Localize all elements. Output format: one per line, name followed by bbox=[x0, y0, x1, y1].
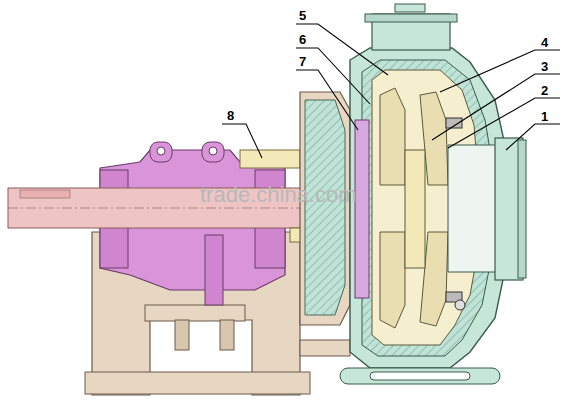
callout-number: 7 bbox=[299, 55, 306, 68]
callout-number: 6 bbox=[299, 33, 306, 46]
callout-number: 8 bbox=[227, 109, 234, 122]
callout-number: 4 bbox=[541, 36, 548, 49]
watermark: trade.china.com bbox=[200, 184, 357, 206]
callout-number: 2 bbox=[541, 84, 548, 97]
callout-number: 5 bbox=[299, 9, 306, 22]
callout-number: 1 bbox=[541, 110, 548, 123]
callout-number: 3 bbox=[541, 60, 548, 73]
leader-lines bbox=[222, 24, 560, 158]
